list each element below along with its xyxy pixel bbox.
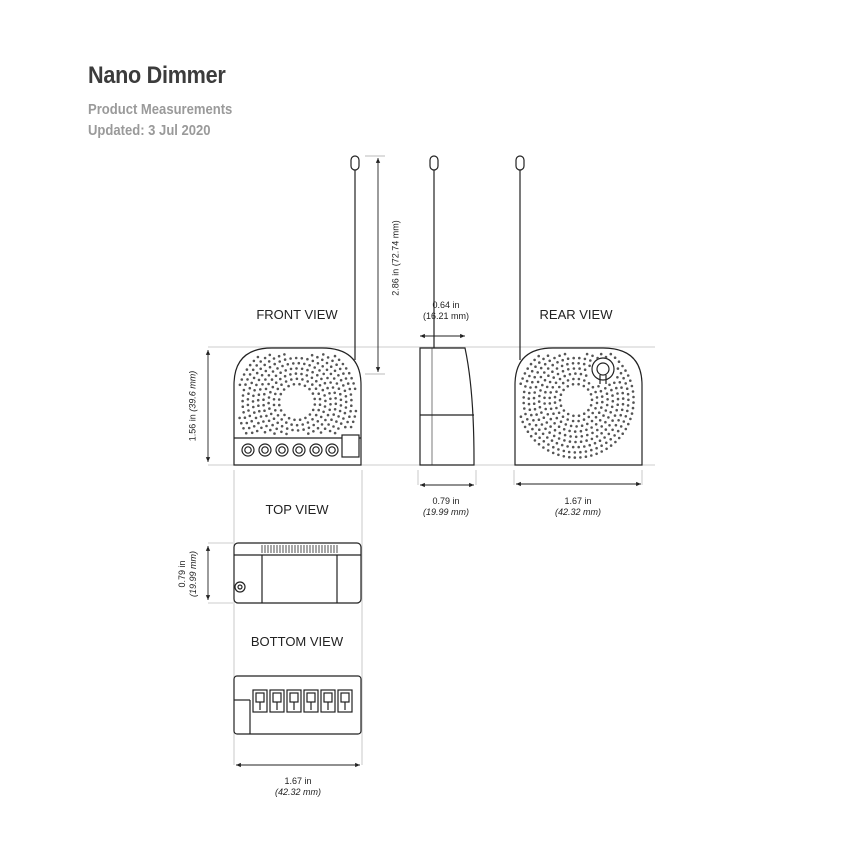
- side-bottom-width-dimension: 0.79 in (19.99 mm): [422, 496, 470, 517]
- top-view-label: TOP VIEW: [265, 502, 329, 517]
- rear-view-drawing: [514, 155, 643, 466]
- bottom-view-drawing: [233, 675, 362, 735]
- side-top-width-dimension: 0.64 in (16.21 mm): [422, 300, 470, 321]
- bottom-view-label: BOTTOM VIEW: [250, 634, 344, 649]
- rear-view-label: REAR VIEW: [539, 307, 613, 322]
- front-height-dimension: 1.56 in (39.6 mm): [187, 370, 198, 442]
- top-height-dimension: 0.79 in (19.99 mm): [177, 550, 198, 598]
- side-view-drawing: [419, 155, 475, 466]
- top-view-drawing: [233, 542, 362, 604]
- antenna-dimension: 2.86 in (72.74 mm): [390, 220, 401, 296]
- dimension-lines: [205, 155, 641, 768]
- front-view-drawing: [233, 155, 362, 466]
- bottom-width-dimension: 1.67 in (42.32 mm): [274, 776, 322, 797]
- page-subtitle: Product Measurements: [88, 102, 233, 118]
- front-view-label: FRONT VIEW: [256, 307, 338, 322]
- rear-width-dimension: 1.67 in (42.32 mm): [554, 496, 602, 517]
- page-title: Nano Dimmer: [88, 62, 226, 89]
- updated-date: Updated: 3 Jul 2020: [88, 123, 211, 139]
